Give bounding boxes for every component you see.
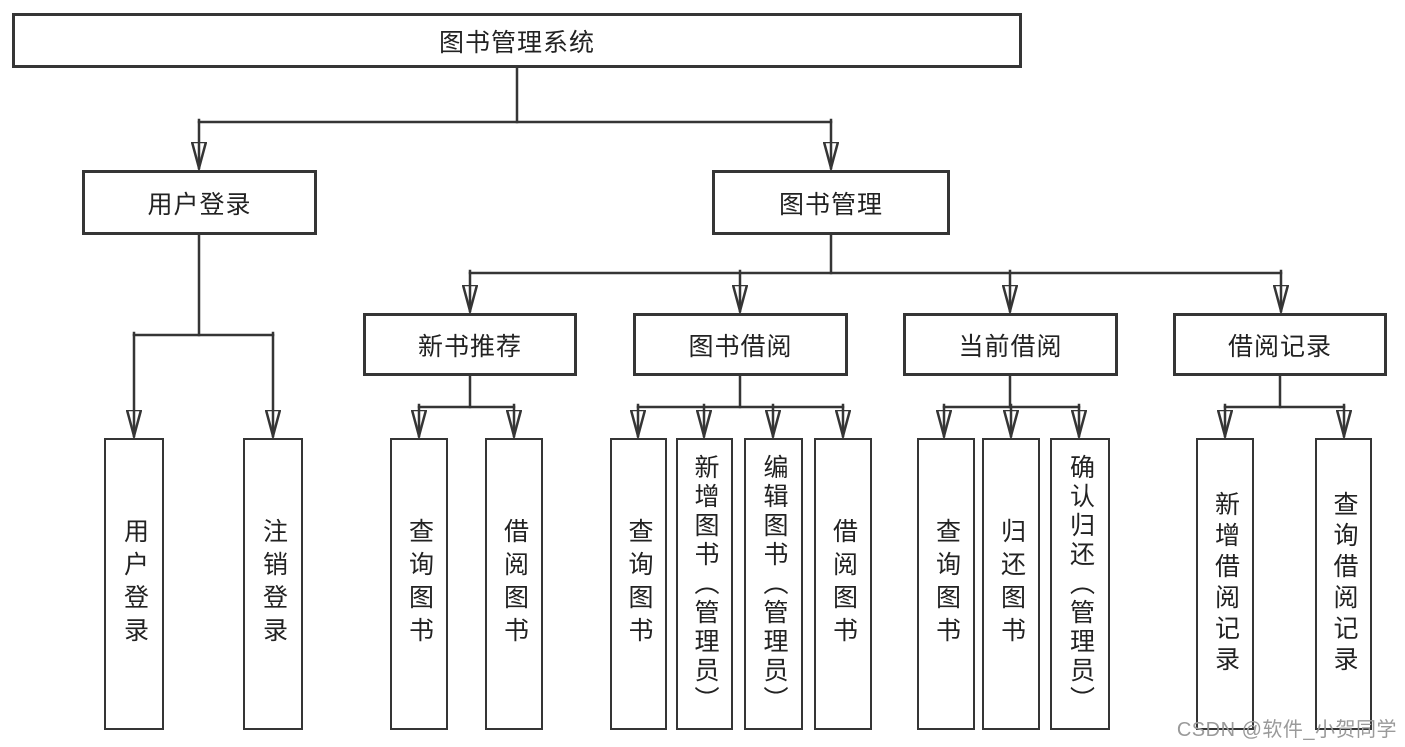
leaf-query-books-2-label: 查询图书 — [625, 518, 653, 650]
leaf-return-books: 归还图书 — [982, 438, 1040, 730]
csdn-watermark: CSDN @软件_小贺同学 — [1176, 719, 1397, 741]
leaf-borrow-books-1-label: 借阅图书 — [500, 518, 529, 650]
node-book-borrowing: 图书借阅 — [633, 313, 848, 376]
node-new-book-recommend-label: 新书推荐 — [417, 332, 522, 361]
leaf-query-borrow-record: 查询借阅记录 — [1315, 438, 1372, 730]
node-book-management: 图书管理 — [712, 170, 950, 235]
leaf-add-borrow-record: 新增借阅记录 — [1196, 438, 1254, 730]
leaf-return-books-label: 归还图书 — [997, 518, 1026, 650]
leaf-confirm-return-admin: 确认归还（管理员） — [1050, 438, 1110, 730]
leaf-borrow-books-2-label: 借阅图书 — [829, 518, 858, 650]
leaf-query-books-2: 查询图书 — [610, 438, 667, 730]
node-new-book-recommend: 新书推荐 — [363, 313, 577, 376]
node-root: 图书管理系统 — [12, 13, 1022, 68]
node-user-login-label: 用户登录 — [147, 190, 252, 219]
node-book-management-label: 图书管理 — [778, 190, 883, 219]
node-borrowing-records-label: 借阅记录 — [1227, 332, 1332, 361]
node-user-login: 用户登录 — [82, 170, 317, 235]
node-borrowing-records: 借阅记录 — [1173, 313, 1387, 376]
leaf-borrow-books-2: 借阅图书 — [814, 438, 872, 730]
node-current-borrowing-label: 当前借阅 — [958, 332, 1063, 361]
leaf-logout-label: 注销登录 — [259, 518, 288, 650]
leaf-borrow-books-1: 借阅图书 — [485, 438, 543, 730]
leaf-user-login-label: 用户登录 — [120, 518, 149, 650]
leaf-query-books-1: 查询图书 — [390, 438, 448, 730]
leaf-edit-books-admin-label: 编辑图书（管理员） — [760, 453, 788, 715]
leaf-add-books-admin-label: 新增图书（管理员） — [691, 453, 719, 715]
leaf-edit-books-admin: 编辑图书（管理员） — [744, 438, 803, 730]
leaf-query-books-1-label: 查询图书 — [405, 518, 434, 650]
leaf-query-books-3-label: 查询图书 — [932, 518, 961, 650]
leaf-query-borrow-record-label: 查询借阅记录 — [1330, 491, 1358, 677]
leaf-add-books-admin: 新增图书（管理员） — [676, 438, 733, 730]
leaf-query-books-3: 查询图书 — [917, 438, 975, 730]
node-root-label: 图书管理系统 — [438, 28, 595, 57]
node-book-borrowing-label: 图书借阅 — [688, 332, 793, 361]
leaf-user-login: 用户登录 — [104, 438, 164, 730]
leaf-logout: 注销登录 — [243, 438, 303, 730]
leaf-add-borrow-record-label: 新增借阅记录 — [1211, 491, 1240, 677]
leaf-confirm-return-admin-label: 确认归还（管理员） — [1066, 453, 1095, 715]
node-current-borrowing: 当前借阅 — [903, 313, 1118, 376]
